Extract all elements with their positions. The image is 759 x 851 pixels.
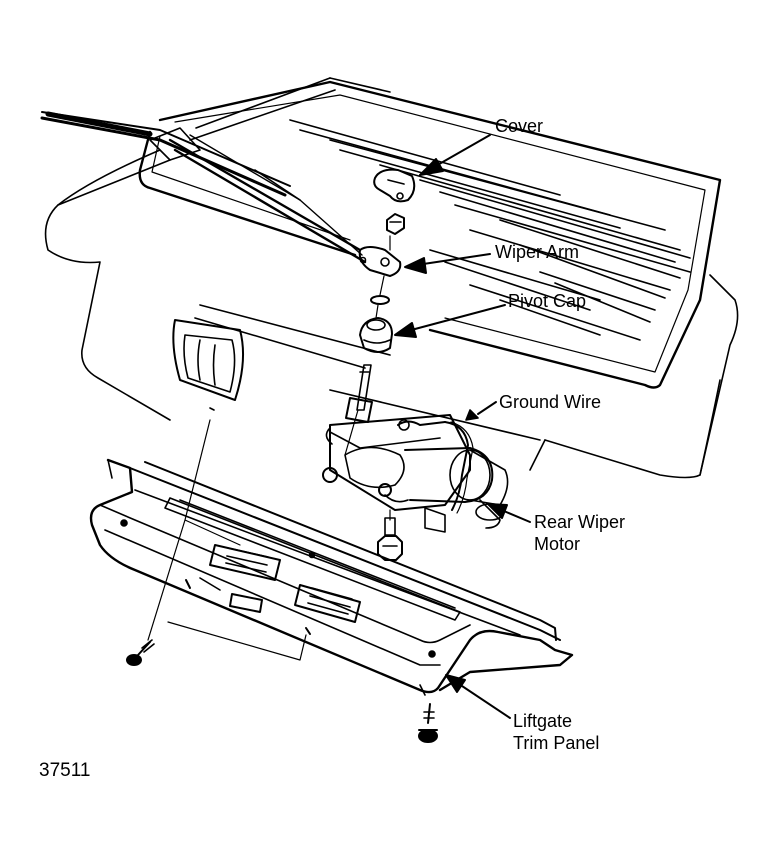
callout-arrows: [394, 134, 531, 719]
pivot-cap-part: [359, 317, 393, 353]
pivot-shaft: [345, 364, 373, 423]
washer: [370, 295, 390, 305]
label-rear-wiper-motor-line2: Motor: [534, 534, 581, 554]
liftgate-handle-pocket: [172, 304, 541, 441]
wiper-arm-hub: [358, 246, 402, 277]
liftgate-trim-panel-part: [89, 458, 574, 696]
label-rear-wiper-motor: Rear Wiper Motor: [534, 511, 625, 555]
label-liftgate-trim-panel: Liftgate Trim Panel: [513, 710, 599, 754]
pivot-cap-arrow: [394, 304, 506, 338]
label-rear-wiper-motor-line1: Rear Wiper: [534, 512, 626, 532]
liftgate-trim-panel-arrow: [445, 674, 511, 719]
motor-bolt: [377, 517, 403, 561]
label-liftgate-trim-panel-line1: Liftgate: [513, 711, 573, 731]
rear-wiper-motor-arrow: [487, 503, 531, 523]
trim-screw-left: [126, 639, 155, 666]
cover-part: [373, 168, 416, 203]
label-wiper-arm: Wiper Arm: [495, 242, 580, 262]
alignment-lines: [147, 235, 391, 661]
label-ground-wire: Ground Wire: [499, 392, 602, 412]
wiper-arm-arrow: [404, 253, 491, 274]
label-liftgate-trim-panel-line2: Trim Panel: [513, 733, 600, 753]
trim-screw-bottom: [418, 703, 438, 743]
ground-wire-arrow: [477, 401, 497, 415]
cover-arrow: [419, 134, 491, 176]
wiper-blade-assembly: [40, 111, 367, 264]
label-pivot-cap: Pivot Cap: [508, 291, 587, 311]
ground-wire-part: [397, 409, 479, 514]
wiper-motor-part: [322, 414, 509, 533]
label-cover: Cover: [495, 116, 544, 136]
retaining-nut: [386, 213, 405, 235]
figure-number: 37511: [39, 760, 91, 781]
